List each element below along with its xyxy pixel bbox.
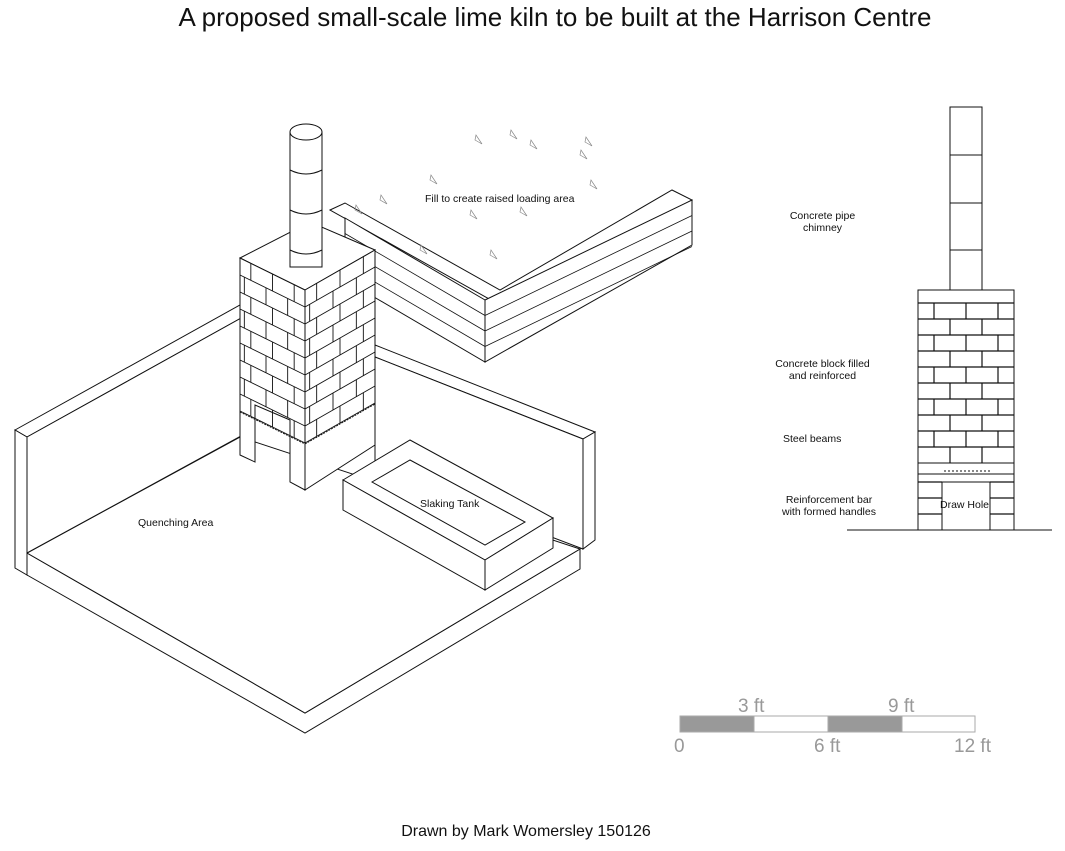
draw-hole-label: Draw Hole <box>940 499 990 511</box>
steel-beams-label: Steel beams <box>783 433 842 445</box>
fill-label: Fill to create raised loading area <box>425 193 575 205</box>
fill-marker <box>470 210 477 219</box>
block-label-line2: and reinforced <box>788 370 857 382</box>
back-brick-wall <box>330 190 692 362</box>
scale-tick-9ft: 9 ft <box>888 696 915 717</box>
drawing-line <box>485 247 692 347</box>
chimney-label: Concrete pipe chimney <box>770 210 875 234</box>
slaking-tank <box>343 440 553 590</box>
fill-marker <box>580 150 587 159</box>
credit-line: Drawn by Mark Womersley 150126 <box>401 823 651 840</box>
block-label-line1: Concrete block filled <box>775 358 870 370</box>
scale-bar <box>680 716 975 732</box>
block-label: Concrete block filled and reinforced <box>765 358 880 382</box>
scale-tick-6ft: 6 ft <box>814 736 841 757</box>
fill-marker <box>590 180 597 189</box>
fill-marker <box>490 250 497 259</box>
quenching-area-label: Quenching Area <box>138 517 214 529</box>
left-wall <box>15 305 252 575</box>
slaking-tank-label: Slaking Tank <box>420 498 480 510</box>
diagram-title: A proposed small-scale lime kiln to be b… <box>178 2 932 32</box>
pipe-chimney <box>290 124 322 267</box>
chimney-label-line2: chimney <box>802 222 843 234</box>
rebar-label-line1: Reinforcement bar <box>785 494 873 506</box>
fill-marker <box>355 205 362 214</box>
scale-tick-3ft: 3 ft <box>738 696 765 717</box>
rebar-label-line2: with formed handles <box>782 506 876 518</box>
drawing-line <box>240 412 305 444</box>
scale-tick-0: 0 <box>674 736 685 757</box>
fill-marker <box>585 137 592 146</box>
fill-marker <box>510 130 517 139</box>
fill-marker <box>475 135 482 144</box>
fill-marker <box>420 245 427 254</box>
fill-marker <box>430 175 437 184</box>
fill-marker <box>530 140 537 149</box>
drawing-line <box>485 231 692 331</box>
right-wall <box>375 345 595 549</box>
fill-marker <box>520 207 527 216</box>
fill-marker <box>380 195 387 204</box>
drawing-line <box>485 216 692 316</box>
chimney-label-line1: Concrete pipe <box>789 210 856 222</box>
rebar-label: Reinforcement bar with formed handles <box>770 494 888 518</box>
drawing-line <box>305 404 375 444</box>
scale-tick-12ft: 12 ft <box>954 736 991 757</box>
